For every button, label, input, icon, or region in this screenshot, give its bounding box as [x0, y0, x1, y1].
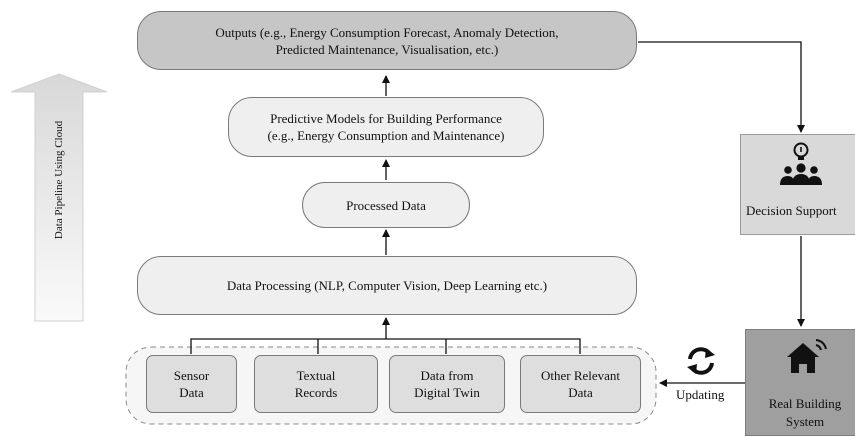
- source-sensor-data: Sensor Data: [146, 355, 237, 413]
- data-processing-box: Data Processing (NLP, Computer Vision, D…: [137, 256, 637, 315]
- source-sensor-line-2: Data: [179, 385, 204, 400]
- team-icon: [780, 163, 822, 185]
- decision-support-label: Decision Support: [746, 203, 837, 219]
- outputs-line-1: Outputs (e.g., Energy Consumption Foreca…: [215, 24, 559, 40]
- decision-support-text: Decision Support: [746, 203, 837, 218]
- data-processing-label: Data Processing (NLP, Computer Vision, D…: [226, 278, 548, 293]
- real-building-line-2: System: [785, 414, 825, 429]
- outputs-line-2: Predicted Maintenance, Visualisation, et…: [275, 41, 499, 57]
- decision-icon-group: [776, 141, 826, 189]
- predictive-line-2: (e.g., Energy Consumption and Maintenanc…: [267, 128, 505, 143]
- predictive-models-box: Predictive Models for Building Performan…: [228, 97, 544, 157]
- processed-data-label: Processed Data: [346, 197, 426, 213]
- outputs-box: Outputs (e.g., Energy Consumption Foreca…: [137, 11, 637, 70]
- source-other-line-2: Data: [568, 385, 593, 400]
- pipeline-label: Data Pipeline Using Cloud: [53, 120, 65, 240]
- updating-text: Updating: [676, 387, 725, 402]
- source-textual-line-1: Textual: [296, 368, 336, 383]
- arrow-outputs-to-decision: [638, 41, 805, 133]
- processed-data-box: Processed Data: [302, 182, 470, 228]
- source-digital-twin-line-2: Digital Twin: [414, 385, 480, 400]
- source-other-relevant: Other Relevant Data: [520, 355, 641, 413]
- lightbulb-icon: [793, 142, 809, 160]
- predictive-line-1: Predictive Models for Building Performan…: [270, 111, 502, 126]
- source-textual-records: Textual Records: [254, 355, 378, 413]
- source-sensor-line-1: Sensor: [173, 368, 210, 383]
- source-digital-twin: Data from Digital Twin: [389, 355, 505, 413]
- house-wifi-icon: [783, 337, 831, 379]
- source-textual-line-2: Records: [294, 385, 338, 400]
- refresh-cycle-icon: [684, 345, 718, 377]
- pipeline-up-arrow-icon: [10, 73, 108, 322]
- real-building-line-1: Real Building: [768, 396, 842, 411]
- real-building-label: Real Building System: [749, 395, 855, 431]
- source-digital-twin-line-1: Data from: [420, 368, 474, 383]
- updating-label: Updating: [676, 387, 724, 403]
- source-other-line-1: Other Relevant: [540, 368, 621, 383]
